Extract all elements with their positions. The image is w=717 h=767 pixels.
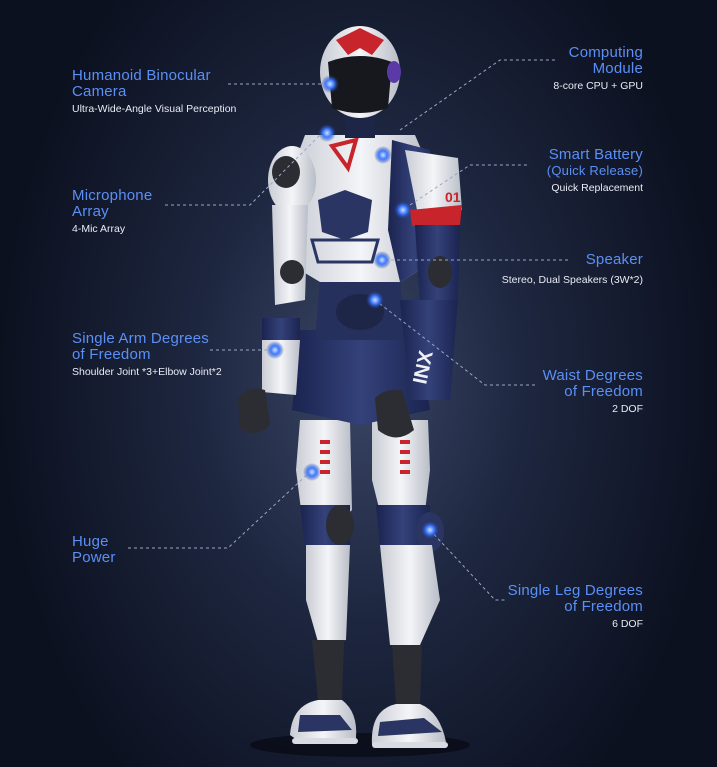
- head: [320, 26, 401, 118]
- feature-huge-power: Huge Power: [72, 534, 116, 566]
- feature-single-leg-dof: Single Leg Degrees of Freedom 6 DOF: [508, 583, 643, 631]
- dot-camera: [321, 75, 339, 93]
- chest-number: 01: [445, 189, 461, 205]
- dot-speaker: [373, 251, 391, 269]
- feature-title-line: Waist Degrees: [542, 367, 643, 384]
- dot-microphone: [318, 124, 336, 142]
- thigh-stripes: [320, 440, 410, 474]
- dot-battery: [394, 201, 412, 219]
- feature-binocular-camera: Humanoid Binocular Camera Ultra-Wide-Ang…: [72, 68, 236, 116]
- feature-title-line: Computing: [568, 44, 643, 61]
- feature-title-line: Single Arm Degrees: [72, 330, 209, 347]
- right-leg: [371, 420, 448, 748]
- feature-title-line: Array: [72, 203, 109, 220]
- feature-microphone-array: Microphone Array 4-Mic Array: [72, 188, 152, 236]
- feature-smart-battery: Smart Battery (Quick Release) Quick Repl…: [547, 147, 643, 195]
- feature-subtitle: 8-core CPU + GPU: [553, 80, 643, 92]
- feature-title-line: of Freedom: [72, 346, 151, 363]
- feature-title-line: Humanoid Binocular: [72, 67, 211, 84]
- feature-subtitle: 6 DOF: [612, 618, 643, 630]
- feature-title-line: Single Leg Degrees: [507, 582, 643, 599]
- feature-speaker: Speaker Stereo, Dual Speakers (3W*2): [502, 252, 643, 287]
- dot-leg: [421, 521, 439, 539]
- feature-title-line: Speaker: [585, 251, 643, 268]
- dot-waist: [366, 291, 384, 309]
- feature-subtitle: Quick Replacement: [551, 182, 643, 194]
- feature-dots: [266, 75, 439, 539]
- feature-waist-dof: Waist Degrees of Freedom 2 DOF: [543, 368, 643, 416]
- left-leg: [290, 420, 358, 744]
- dot-power: [303, 463, 321, 481]
- feature-title-line: Microphone: [72, 187, 153, 204]
- feature-subtitle: Shoulder Joint *3+Elbow Joint*2: [72, 366, 222, 378]
- feature-title-line: of Freedom: [564, 598, 643, 615]
- left-arm: [238, 146, 316, 434]
- feature-subtitle: 4-Mic Array: [72, 223, 126, 235]
- feature-title-line: Module: [592, 60, 643, 77]
- feature-title-line: (Quick Release): [546, 163, 643, 178]
- feature-title-line: Smart Battery: [548, 146, 643, 163]
- feature-title-line: Huge: [72, 533, 109, 550]
- feature-subtitle: 2 DOF: [612, 403, 643, 415]
- right-arm: [375, 150, 462, 438]
- feature-subtitle: Stereo, Dual Speakers (3W*2): [501, 274, 643, 286]
- dot-arm: [266, 341, 284, 359]
- feature-title-line: of Freedom: [564, 383, 643, 400]
- feature-computing-module: Computing Module 8-core CPU + GPU: [553, 45, 643, 93]
- feature-subtitle: Ultra-Wide-Angle Visual Perception: [72, 103, 237, 115]
- callout-lines: [128, 59, 570, 601]
- feature-single-arm-dof: Single Arm Degrees of Freedom Shoulder J…: [72, 331, 222, 379]
- feature-title-line: Power: [72, 549, 116, 566]
- dot-computing: [374, 146, 392, 164]
- feature-title-line: Camera: [72, 83, 127, 100]
